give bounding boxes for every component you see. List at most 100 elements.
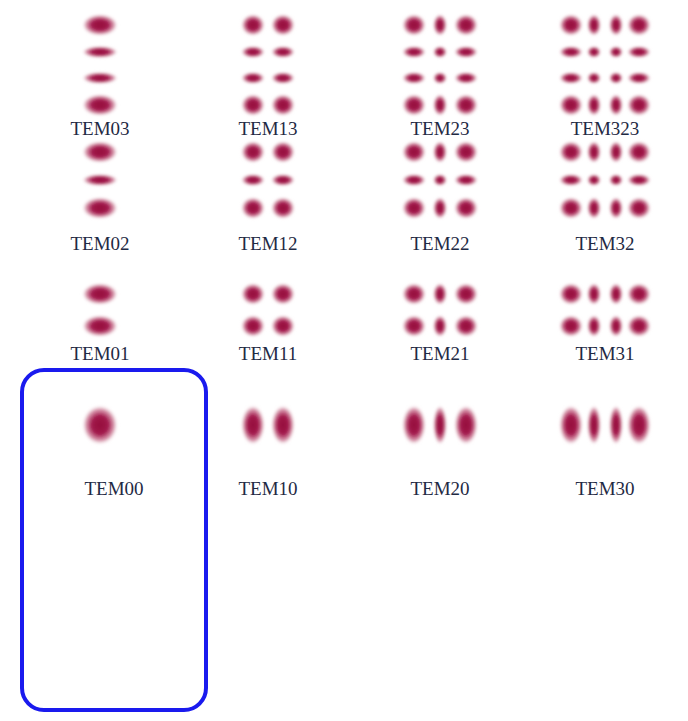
- intensity-lobe: [402, 315, 426, 337]
- intensity-lobe: [82, 14, 118, 36]
- intensity-lobe: [402, 72, 426, 84]
- mode-label: TEM22: [410, 233, 469, 256]
- intensity-lobe: [82, 46, 118, 58]
- intensity-lobe: [609, 283, 623, 305]
- mode-label: TEM30: [575, 478, 634, 501]
- intensity-lobe: [559, 283, 583, 305]
- intensity-lobe: [609, 141, 623, 163]
- intensity-lobe: [609, 315, 623, 337]
- intensity-lobe: [433, 405, 447, 445]
- intensity-lobe: [433, 283, 447, 305]
- intensity-lobe: [627, 46, 651, 58]
- intensity-lobe: [433, 197, 447, 219]
- intensity-lobe: [241, 94, 265, 116]
- intensity-lobe: [241, 174, 265, 186]
- intensity-lobe: [402, 46, 426, 58]
- intensity-lobe: [271, 197, 295, 219]
- intensity-lobe: [609, 174, 623, 186]
- intensity-lobe: [82, 405, 118, 445]
- intensity-lobe: [454, 405, 478, 445]
- intensity-lobe: [587, 72, 601, 84]
- intensity-lobe: [559, 405, 583, 445]
- intensity-lobe: [402, 14, 426, 36]
- intensity-lobe: [587, 141, 601, 163]
- intensity-lobe: [609, 72, 623, 84]
- intensity-lobe: [559, 197, 583, 219]
- intensity-lobe: [82, 72, 118, 84]
- intensity-lobe: [433, 174, 447, 186]
- intensity-lobe: [627, 94, 651, 116]
- intensity-lobe: [587, 14, 601, 36]
- mode-label: TEM32: [575, 233, 634, 256]
- intensity-lobe: [402, 405, 426, 445]
- intensity-lobe: [627, 315, 651, 337]
- intensity-lobe: [587, 94, 601, 116]
- intensity-lobe: [559, 141, 583, 163]
- intensity-lobe: [402, 174, 426, 186]
- intensity-lobe: [241, 14, 265, 36]
- mode-label: TEM12: [238, 233, 297, 256]
- intensity-lobe: [627, 405, 651, 445]
- intensity-lobe: [559, 315, 583, 337]
- mode-label: TEM323: [571, 118, 640, 141]
- intensity-lobe: [454, 283, 478, 305]
- intensity-lobe: [241, 72, 265, 84]
- intensity-lobe: [241, 141, 265, 163]
- intensity-lobe: [82, 197, 118, 219]
- mode-label: TEM20: [410, 478, 469, 501]
- mode-label: TEM01: [70, 343, 129, 366]
- intensity-lobe: [559, 72, 583, 84]
- mode-label: TEM13: [238, 118, 297, 141]
- intensity-lobe: [627, 14, 651, 36]
- intensity-lobe: [627, 283, 651, 305]
- intensity-lobe: [454, 46, 478, 58]
- mode-label: TEM02: [70, 233, 129, 256]
- intensity-lobe: [271, 46, 295, 58]
- intensity-lobe: [454, 14, 478, 36]
- intensity-lobe: [587, 283, 601, 305]
- intensity-lobe: [82, 141, 118, 163]
- intensity-lobe: [82, 94, 118, 116]
- intensity-lobe: [587, 197, 601, 219]
- intensity-lobe: [82, 174, 118, 186]
- intensity-lobe: [609, 94, 623, 116]
- intensity-lobe: [587, 174, 601, 186]
- mode-label: TEM23: [410, 118, 469, 141]
- intensity-lobe: [454, 174, 478, 186]
- intensity-lobe: [559, 174, 583, 186]
- intensity-lobe: [271, 141, 295, 163]
- intensity-lobe: [241, 46, 265, 58]
- intensity-lobe: [559, 94, 583, 116]
- intensity-lobe: [454, 315, 478, 337]
- intensity-lobe: [627, 197, 651, 219]
- intensity-lobe: [402, 197, 426, 219]
- intensity-lobe: [587, 315, 601, 337]
- intensity-lobe: [454, 197, 478, 219]
- intensity-lobe: [402, 94, 426, 116]
- intensity-lobe: [559, 14, 583, 36]
- intensity-lobe: [402, 141, 426, 163]
- intensity-lobe: [241, 405, 265, 445]
- intensity-lobe: [609, 197, 623, 219]
- intensity-lobe: [271, 174, 295, 186]
- intensity-lobe: [82, 283, 118, 305]
- intensity-lobe: [271, 14, 295, 36]
- mode-label: TEM31: [575, 343, 634, 366]
- intensity-lobe: [271, 405, 295, 445]
- intensity-lobe: [609, 14, 623, 36]
- intensity-lobe: [609, 405, 623, 445]
- mode-label: TEM00: [84, 478, 143, 501]
- intensity-lobe: [433, 14, 447, 36]
- intensity-lobe: [454, 72, 478, 84]
- intensity-lobe: [241, 315, 265, 337]
- intensity-lobe: [271, 72, 295, 84]
- intensity-lobe: [433, 72, 447, 84]
- intensity-lobe: [241, 283, 265, 305]
- mode-label: TEM10: [238, 478, 297, 501]
- mode-label: TEM03: [70, 118, 129, 141]
- mode-label: TEM21: [410, 343, 469, 366]
- intensity-lobe: [433, 141, 447, 163]
- intensity-lobe: [433, 315, 447, 337]
- intensity-lobe: [609, 46, 623, 58]
- intensity-lobe: [559, 46, 583, 58]
